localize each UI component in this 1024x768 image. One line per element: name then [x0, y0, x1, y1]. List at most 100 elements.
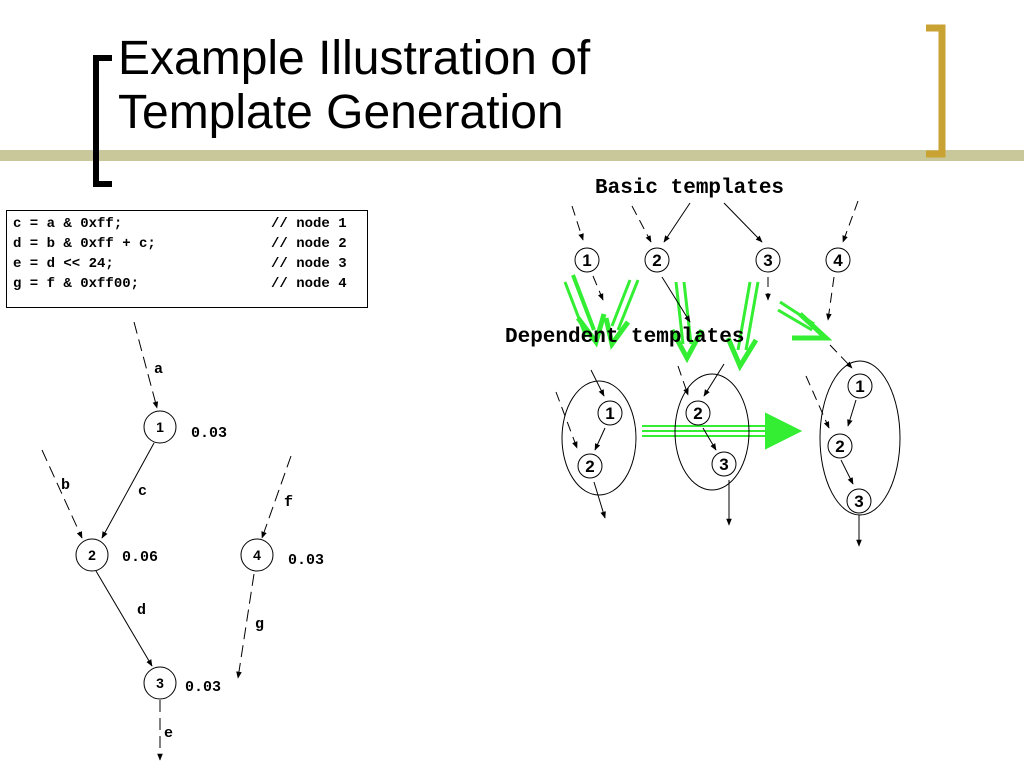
code-listing: c = a & 0xff;// node 1 d = b & 0xff + c;… [6, 210, 368, 308]
edge-label-c: c [138, 483, 147, 500]
green-arrow [610, 279, 632, 327]
node-id: 1 [855, 377, 864, 396]
basic-edge [842, 200, 859, 243]
slide-title: Example Illustration of Template Generat… [118, 32, 590, 140]
code-comment: // node 2 [271, 236, 347, 252]
green-arrow-head [603, 317, 631, 350]
node-id: 2 [693, 404, 702, 423]
green-arrow [674, 281, 685, 345]
title-underline-bar [0, 150, 1024, 161]
node-id: 2 [585, 457, 594, 476]
dep1-node-1: 1 [597, 400, 623, 426]
node-id: 1 [582, 251, 591, 270]
edge-label-b: b [61, 477, 70, 494]
edge-label-e: e [164, 725, 173, 742]
dep-edge [593, 481, 606, 519]
dependent-template-3: 1 2 3 [805, 344, 901, 547]
edge-label-d: d [137, 602, 146, 619]
node-id: 3 [763, 251, 772, 270]
basic-node-1: 1 [574, 247, 600, 273]
green-arrow-head [725, 337, 759, 372]
green-arrow [777, 308, 813, 332]
basic-node-4: 4 [825, 247, 851, 273]
code-line: d = b & 0xff + c; // node 2 [13, 234, 361, 254]
code-line: c = a & 0xff;// node 1 [13, 214, 361, 234]
dfg-node-4: 4 [240, 538, 274, 572]
basic-node-2: 2 [644, 247, 670, 273]
title-line-2: Template Generation [118, 86, 564, 139]
basic-edge [663, 202, 691, 243]
green-arrow-head [669, 328, 705, 364]
green-arrow-head [576, 313, 607, 348]
green-arrow-head [792, 312, 833, 341]
dep3-node-2: 2 [827, 433, 853, 459]
basic-node-3: 3 [755, 247, 781, 273]
basic-edge [571, 205, 584, 241]
dep2-node-3: 3 [711, 451, 737, 477]
title-line-1: Example Illustration of [118, 32, 591, 85]
green-arrow [616, 279, 640, 331]
edge-f [261, 455, 292, 539]
edge-g [236, 573, 255, 679]
basic-templates: 1 2 3 4 [571, 200, 859, 323]
node-weight: 0.03 [288, 552, 324, 569]
basic-edge [661, 276, 691, 323]
basic-edge [723, 202, 763, 243]
dep3-node-1: 1 [847, 373, 873, 399]
dep-edge [594, 427, 606, 451]
node-id: 1 [156, 419, 164, 435]
node-id: 1 [605, 404, 614, 423]
left-bracket-black [93, 55, 112, 187]
dfg-node-3: 3 [143, 666, 177, 700]
edge-label-a: a [154, 361, 163, 378]
dep3-node-3: 3 [846, 488, 872, 514]
green-arrow [571, 274, 596, 331]
dep-edge [677, 365, 689, 396]
dependent-template-2: 2 3 [674, 363, 750, 526]
dfg-node-2: 2 [75, 538, 109, 572]
basic-edge [592, 275, 604, 301]
dep1-node-2: 2 [577, 453, 603, 479]
dep-edge [847, 399, 857, 427]
node-weight: 0.03 [185, 679, 221, 696]
basic-edge [631, 205, 652, 243]
green-arrow [682, 281, 693, 345]
code-statement: e = d << 24; [13, 256, 114, 272]
code-comment: // node 4 [271, 276, 347, 292]
right-bracket-gold [926, 24, 946, 158]
dependent-templates-label: Dependent templates [505, 326, 744, 349]
edge-d [95, 570, 153, 667]
code-comment: // node 3 [271, 256, 347, 272]
node-id: 4 [253, 547, 261, 563]
dep-edge [829, 344, 853, 369]
green-arrow-head [765, 412, 803, 450]
dfg-node-1: 1 [143, 410, 177, 444]
code-statement: d = b & 0xff + c; [13, 236, 156, 252]
dep2-node-2: 2 [685, 400, 711, 426]
edge-label-f: f [284, 494, 293, 511]
code-statement: g = f & 0xff00; [13, 276, 140, 292]
edge-a [133, 321, 159, 409]
basic-edge [826, 276, 835, 321]
green-arrow [744, 281, 760, 351]
node-id: 4 [833, 251, 843, 270]
edge-label-g: g [255, 616, 264, 633]
green-arrow [736, 281, 752, 351]
dep-edge [590, 369, 605, 397]
dataflow-graph: a b c d e f g 1 2 3 4 [41, 321, 324, 761]
edge-b [41, 449, 83, 539]
code-comment: // node 1 [271, 216, 347, 232]
dependent-template-1: 1 2 [555, 369, 637, 519]
node-weight: 0.06 [122, 549, 158, 566]
node-id: 2 [88, 547, 96, 563]
node-id: 2 [835, 437, 844, 456]
node-id: 3 [719, 455, 728, 474]
dep-edge [840, 459, 854, 485]
code-line: e = d << 24; // node 3 [13, 254, 361, 274]
basic-templates-label: Basic templates [595, 177, 784, 200]
node-id: 3 [854, 492, 863, 511]
node-id: 2 [652, 251, 661, 270]
